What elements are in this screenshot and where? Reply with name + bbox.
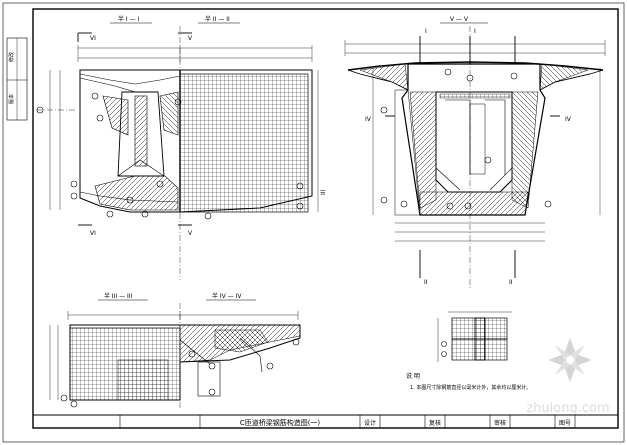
label-half-section-1: 半 I — I [118, 15, 139, 23]
view-half-sections-bottom: 半 III — III 半 IV — IV [49, 292, 301, 410]
section-mark-vi-bottom: VI [90, 230, 96, 237]
section-mark-v-bottom: V [188, 230, 193, 237]
title-block-label-1: 设计 [364, 419, 376, 427]
notes-line-1: 1. 本图尺寸除钢筋直径以毫米计外，其余均以厘米计。 [410, 384, 531, 391]
title-block: C匝道桥梁钢筋构造图(一) 设计 复核 审核 图号 [33, 414, 618, 428]
watermark-flower-icon [548, 338, 592, 382]
watermark: zhulong.com [526, 338, 610, 416]
label-section-5: V — V [450, 16, 469, 23]
title-block-label-2: 复核 [429, 419, 441, 427]
section-mark-v-top: V [188, 35, 193, 42]
section-mark-iii: III [320, 189, 327, 195]
section-mark-vi-top: VI [90, 35, 96, 42]
section-mark-ii-right: II [509, 279, 513, 286]
label-half-section-3: 半 III — III [104, 292, 133, 300]
title-block-label-3: 审核 [494, 419, 506, 427]
sheet-title: C匝道桥梁钢筋构造图(一) [240, 418, 321, 427]
notes-heading: 说 明 [406, 372, 420, 380]
section-mark-i-left: I [425, 28, 427, 35]
section-mark-i-right: I [474, 28, 476, 35]
view-section-v-v: V — V I I [344, 16, 606, 290]
title-block-label-4: 图号 [559, 420, 571, 427]
label-half-section-2: 半 II — II [205, 15, 230, 23]
side-label-1: 修改 [8, 52, 15, 62]
view-detail-grid [437, 311, 512, 362]
side-label-2: 版本 [8, 94, 15, 104]
label-half-section-4: 半 IV — IV [212, 292, 242, 300]
section-mark-ii-left: II [424, 279, 428, 286]
notes-block: 说 明 1. 本图尺寸除钢筋直径以毫米计外，其余均以厘米计。 [406, 372, 531, 391]
watermark-text: zhulong.com [526, 401, 609, 416]
section-mark-iv-left: IV [365, 116, 372, 123]
section-mark-iv-right: IV [565, 116, 572, 123]
view-half-sections-top: 半 I — I 半 II — II VI V VI V III [36, 15, 327, 280]
